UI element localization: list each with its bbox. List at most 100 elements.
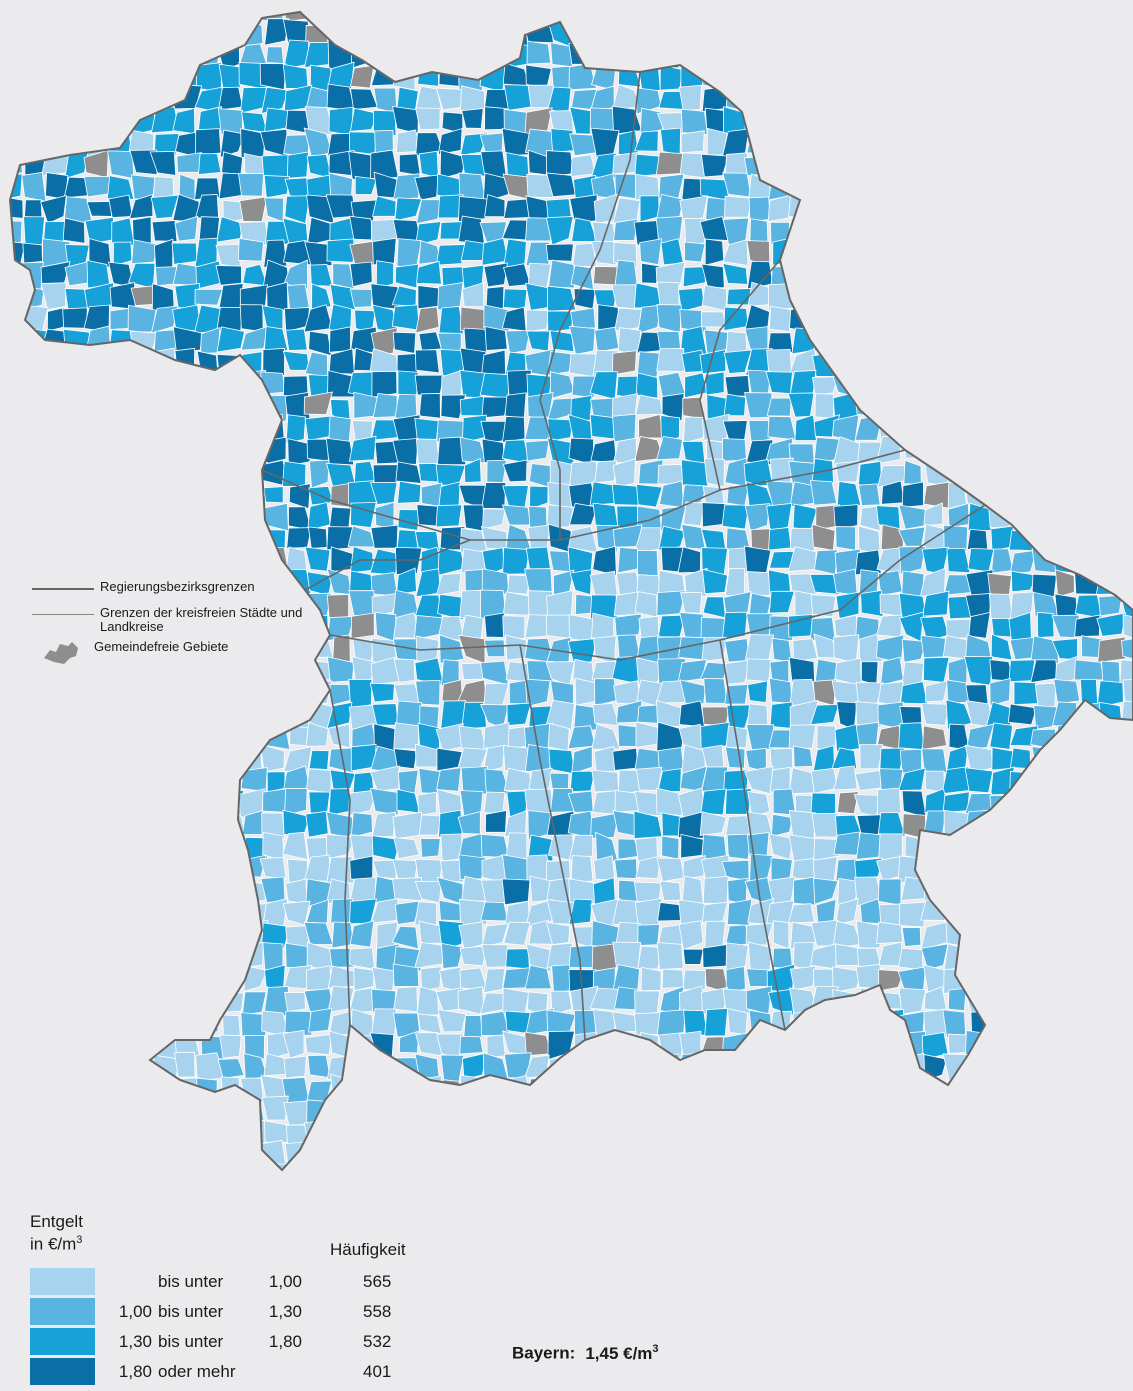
municipality-cell — [835, 1008, 862, 1038]
municipality-cell — [875, 436, 902, 465]
municipality-cell — [570, 307, 596, 329]
municipality-cell — [835, 1097, 857, 1126]
municipality-cell — [699, 349, 727, 375]
municipality-cell — [10, 1162, 25, 1170]
municipality-cell — [413, 17, 444, 47]
municipality-cell — [855, 39, 884, 69]
municipality-cell — [878, 1054, 905, 1082]
bavaria-map-svg — [8, 10, 1133, 1172]
municipality-cell — [635, 855, 662, 880]
municipality-cell — [64, 1031, 90, 1058]
municipality-cell — [17, 349, 46, 376]
municipality-cell — [964, 307, 992, 331]
county-border-line-sample — [32, 614, 94, 615]
municipality-cell — [129, 1075, 154, 1103]
municipality-cell — [479, 64, 508, 93]
municipality-cell — [460, 766, 488, 795]
municipality-cell — [64, 813, 93, 837]
municipality-cell — [39, 788, 69, 818]
municipality-cell — [418, 814, 442, 836]
municipality-cell — [991, 875, 1014, 901]
municipality-cell — [85, 1074, 110, 1100]
municipality-cell — [898, 1076, 928, 1104]
municipality-cell — [987, 1123, 1015, 1146]
municipality-cell — [1030, 418, 1056, 442]
municipality-cell — [41, 87, 64, 114]
municipality-cell — [875, 43, 906, 69]
municipality-cell — [1079, 900, 1098, 925]
municipality-cell — [638, 413, 664, 439]
municipality-cell — [854, 349, 880, 375]
municipality-cell — [678, 920, 704, 951]
municipality-cell — [680, 130, 705, 154]
municipality-cell — [393, 986, 419, 1013]
municipality-cell — [129, 481, 152, 508]
municipality-cell — [89, 348, 113, 375]
municipality-cell — [262, 348, 285, 377]
municipality-cell — [922, 964, 947, 992]
municipality-cell — [176, 1164, 201, 1170]
municipality-cell — [391, 925, 419, 950]
municipality-cell — [84, 856, 110, 881]
municipality-cell — [1052, 85, 1079, 109]
municipality-cell — [1032, 281, 1055, 311]
municipality-cell — [284, 787, 308, 816]
municipality-cell — [567, 1052, 595, 1079]
municipality-cell — [244, 681, 267, 708]
municipality-cell — [171, 790, 198, 818]
municipality-cell — [304, 546, 331, 572]
municipality-cell — [10, 987, 25, 1014]
municipality-cell — [127, 506, 158, 532]
municipality-cell — [1096, 105, 1126, 134]
municipality-cell — [89, 1033, 113, 1055]
municipality-cell — [108, 1163, 137, 1170]
municipality-cell — [195, 986, 223, 1014]
municipality-cell — [1008, 964, 1035, 995]
municipality-cell — [1073, 855, 1101, 885]
municipality-cell — [107, 766, 132, 797]
municipality-cell — [854, 65, 884, 91]
municipality-cell — [545, 699, 575, 731]
municipality-cell — [945, 415, 972, 439]
municipality-cell — [1119, 460, 1133, 485]
municipality-cell — [87, 481, 109, 507]
municipality-cell — [990, 633, 1013, 661]
municipality-cell — [901, 927, 922, 947]
municipality-cell — [240, 393, 266, 422]
municipality-cell — [195, 1139, 225, 1170]
municipality-cell — [351, 12, 378, 26]
municipality-cell — [1052, 462, 1082, 489]
municipality-cell — [727, 1075, 751, 1104]
municipality-cell — [1030, 370, 1058, 400]
municipality-cell — [679, 612, 704, 641]
municipality-cell — [921, 394, 951, 421]
municipality-cell — [1034, 237, 1058, 267]
municipality-cell — [328, 149, 355, 176]
district-border — [329, 689, 351, 1026]
municipality-cell — [10, 40, 27, 69]
municipality-cell — [900, 153, 922, 176]
municipality-cell — [151, 657, 180, 685]
municipality-cell — [567, 1098, 597, 1127]
municipality-cell — [437, 593, 464, 621]
municipality-cell — [572, 1165, 596, 1170]
municipality-cell — [10, 220, 23, 244]
municipality-cell — [398, 1030, 420, 1054]
municipality-cell — [86, 1052, 110, 1082]
municipality-cell — [193, 1124, 222, 1146]
municipality-cell — [810, 135, 835, 156]
municipality-cell — [857, 1097, 881, 1125]
legend-title: Entgelt in €/m3 — [30, 1212, 83, 1254]
municipality-cell — [505, 1097, 532, 1123]
municipality-cell — [1119, 505, 1133, 532]
municipality-cell — [986, 1096, 1013, 1126]
municipality-cell — [1030, 787, 1059, 816]
municipality-cell — [811, 376, 840, 396]
municipality-cell — [463, 1015, 483, 1038]
municipality-cell — [723, 1053, 750, 1077]
municipality-cell — [547, 285, 577, 312]
municipality-cell — [370, 572, 398, 597]
municipality-cell — [265, 46, 284, 64]
municipality-cell — [22, 525, 49, 551]
municipality-cell — [1052, 43, 1081, 70]
